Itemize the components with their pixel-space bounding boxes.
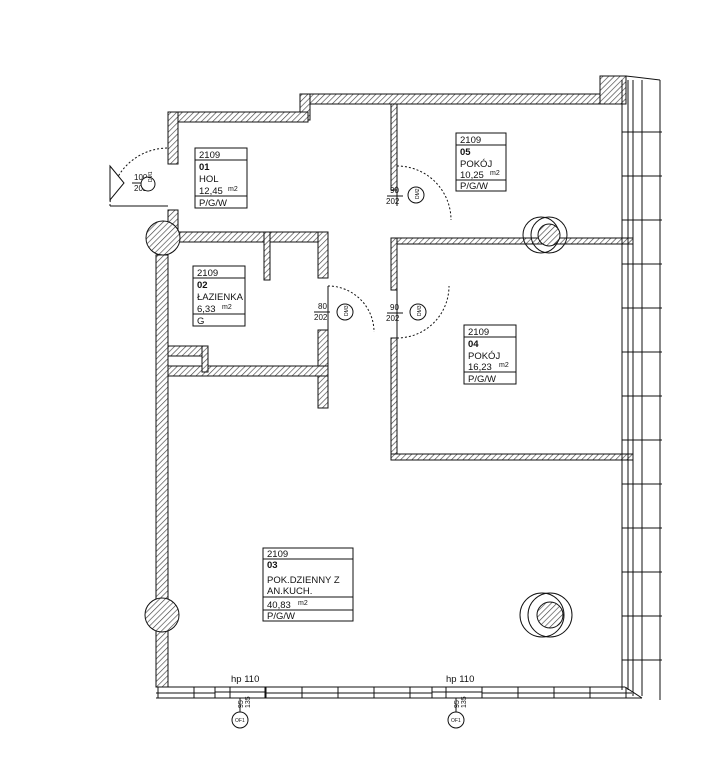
room-code: 2109 [460,135,481,146]
door-tag-room-04: 90 202 DM3 [386,303,427,323]
room-area: 10,25 [460,170,484,181]
room-name-line2: AN.KUCH. [267,586,312,597]
column-bottom-left [144,597,180,633]
door-tag-text: DM1 [148,171,154,182]
room-area: 6,33 [197,304,216,315]
door-width-text: 90 [390,186,399,195]
room-tag-01: 2109 01 HOL 12,45 m2 P/G/W [194,147,248,209]
window-tag-right: hp 110 95 135 OF1 [446,674,474,729]
wall-bathroom-top [167,231,329,243]
wall-top-left [167,111,309,123]
door-width-text: 80 [318,302,327,311]
door-bathroom [327,285,375,333]
room-area: 40,83 [267,600,291,611]
wall-bathroom-bottom [167,365,329,377]
room-area-unit: m2 [499,362,509,369]
door-height-text: 202 [134,184,148,193]
room-name: POKÓJ [460,159,492,170]
room-number: 01 [199,162,210,173]
door-tag-text: DM2 [415,188,421,199]
room-finish: P/G/W [199,198,227,209]
door-width-text: 100 [134,173,148,182]
wall-partition-vertical-low [390,337,398,461]
room-tag-05: 2109 05 POKÓJ 10,25 m2 P/G/W [455,132,507,192]
window-width-text: 95 [454,700,461,708]
door-tag-text: DM3 [417,305,423,316]
radiator-symbol-room-05 [522,216,568,254]
window-tag-text: OF1 [451,718,461,724]
door-room-04 [396,285,450,339]
wall-bathroom-stub [263,231,271,281]
door-tag-room-05: 90 202 DM2 [386,186,425,206]
room-finish: G [197,316,204,327]
wall-bathroom-shaft-side [201,345,209,373]
room-number: 03 [267,560,278,571]
door-height-text: 202 [386,314,400,323]
room-area: 16,23 [468,362,492,373]
window-sill-text: hp 110 [231,674,259,685]
wall-bathroom-right [317,231,329,279]
room-finish: P/G/W [460,181,488,192]
room-tag-02: 2109 02 ŁAZIENKA 6,33 m2 G [192,265,246,327]
window-tag-text: OF1 [235,718,245,724]
room-area-unit: m2 [222,304,232,311]
wall-partition-vertical-top [390,103,398,191]
room-code: 2109 [197,268,218,279]
window-width-text: 95 [238,700,245,708]
door-height-text: 202 [386,197,400,206]
wall-05-04 [396,237,634,245]
door-height-text: 202 [314,313,328,322]
wall-top-right [299,93,611,105]
room-finish: P/G/W [267,611,295,622]
door-tag-text: DM3 [344,305,350,316]
room-area-unit: m2 [298,600,308,607]
room-name: POKÓJ [468,351,500,362]
room-name: ŁAZIENKA [197,292,244,303]
walls [155,75,634,688]
room-name-line1: POK.DZIENNY Z [267,575,340,586]
window-tag-left: hp 110 95 135 OF1 [231,674,259,729]
window-height-text: 135 [461,696,468,708]
facade-bottom-ticks [157,687,627,698]
column-top-left [145,220,181,256]
room-area-unit: m2 [490,170,500,177]
facade-bottom [156,686,643,699]
wall-partition-vertical-mid [390,237,398,291]
room-area: 12,45 [199,186,223,197]
window-sill-text: hp 110 [446,674,474,685]
door-width-text: 90 [390,303,399,312]
radiator-symbol-room-03 [519,592,573,638]
room-number: 02 [197,280,208,291]
room-name: HOL [199,174,219,185]
room-code: 2109 [267,549,288,560]
window-height-text: 135 [245,696,252,708]
room-number: 04 [468,339,479,350]
facade-mullions [622,131,662,661]
facade-right [621,75,661,700]
door-tag-entrance: 100 202 DM1 [132,171,156,193]
room-area-unit: m2 [228,186,238,193]
door-entrance [109,147,169,207]
room-tag-04: 2109 04 POKÓJ 16,23 m2 P/G/W [463,324,517,385]
wall-left-upper [167,111,179,165]
room-tag-03: 2109 03 POK.DZIENNY Z AN.KUCH. 40,83 m2 … [262,547,354,622]
room-code: 2109 [468,327,489,338]
door-room-05 [396,165,452,221]
door-tag-bathroom: 80 202 DM3 [314,302,354,322]
room-finish: P/G/W [468,374,496,385]
wall-04-bottom [390,453,634,461]
room-code: 2109 [199,150,220,161]
room-number: 05 [460,147,471,158]
